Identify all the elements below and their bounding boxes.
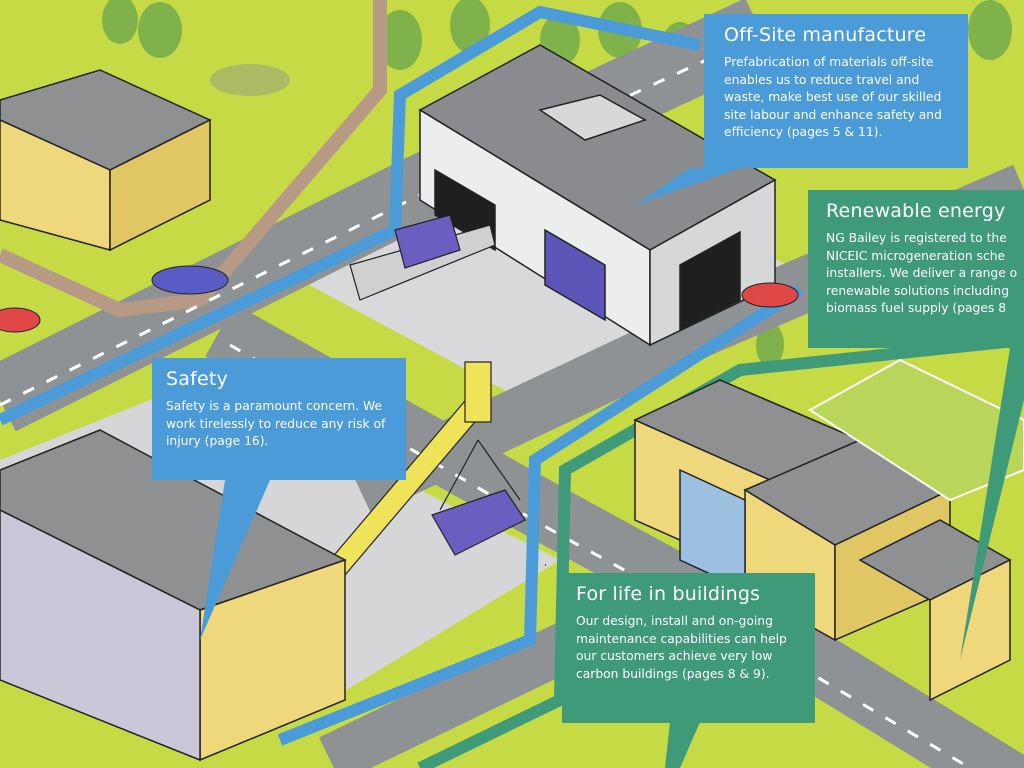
callout-body: NG Bailey is registered to the NICEIC mi… [826, 230, 1024, 318]
blue-route-line-3 [277, 284, 804, 746]
callout-line: NICEIC microgeneration sche [826, 248, 1006, 263]
callout-body: Prefabrication of materials off-site ena… [724, 55, 942, 139]
offsite-callout-tail [635, 168, 740, 205]
life-in-buildings-callout: For life in buildings Our design, instal… [562, 573, 815, 723]
crane [329, 361, 526, 576]
life-callout-tail [665, 722, 700, 768]
renewable-callout-tail [960, 348, 1024, 660]
callout-body: Safety is a paramount concern. We work t… [166, 399, 386, 448]
callout-line: installers. We deliver a range o [826, 266, 1018, 280]
off-site-factory [418, 44, 777, 566]
green-route-line [417, 334, 1024, 768]
mansion-building [0, 69, 212, 252]
safety-callout-tail [200, 480, 270, 640]
playing-field [808, 358, 1024, 502]
office-building [0, 429, 347, 762]
callout-line: biomass fuel supply (pages 8 [826, 301, 1007, 315]
callout-title: Safety [166, 368, 228, 390]
renewable-energy-callout: Renewable energy NG Bailey is registered… [808, 190, 1024, 348]
callout-title: Renewable energy [826, 200, 1006, 222]
callout-title: For life in buildings [576, 583, 761, 605]
blue-route-line [0, 5, 702, 426]
safety-callout: Safety Safety is a paramount concern. We… [152, 358, 406, 480]
delivery-truck [349, 214, 496, 301]
cars [0, 265, 799, 333]
callout-line: NG Bailey is registered to the [826, 231, 1007, 245]
offsite-manufacture-callout: Off-Site manufacture Prefabrication of m… [704, 14, 968, 168]
callout-line: renewable solutions including [826, 283, 1010, 298]
callout-body: Our design, install and on-going mainten… [576, 614, 787, 681]
callout-title: Off-Site manufacture [724, 24, 927, 46]
